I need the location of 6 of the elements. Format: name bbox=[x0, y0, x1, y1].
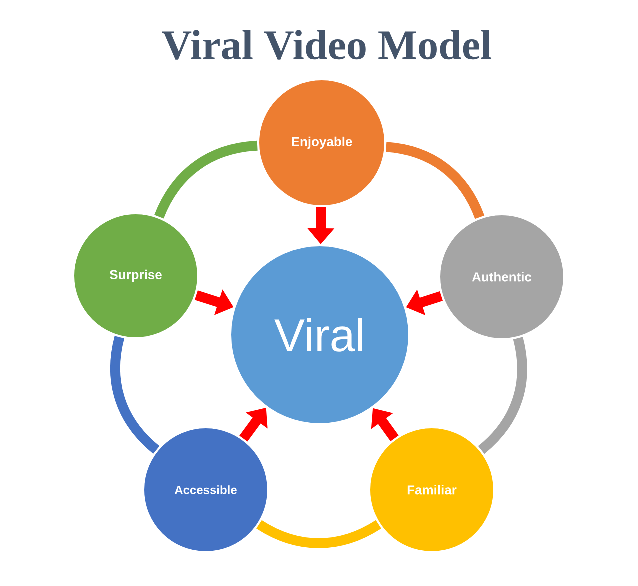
ring-arc bbox=[154, 140, 258, 219]
ring-arc bbox=[478, 337, 528, 454]
ring-arc bbox=[256, 520, 382, 548]
title: Viral Video Model bbox=[162, 30, 492, 60]
ring-arc bbox=[386, 142, 485, 220]
ring-arc bbox=[110, 336, 160, 454]
